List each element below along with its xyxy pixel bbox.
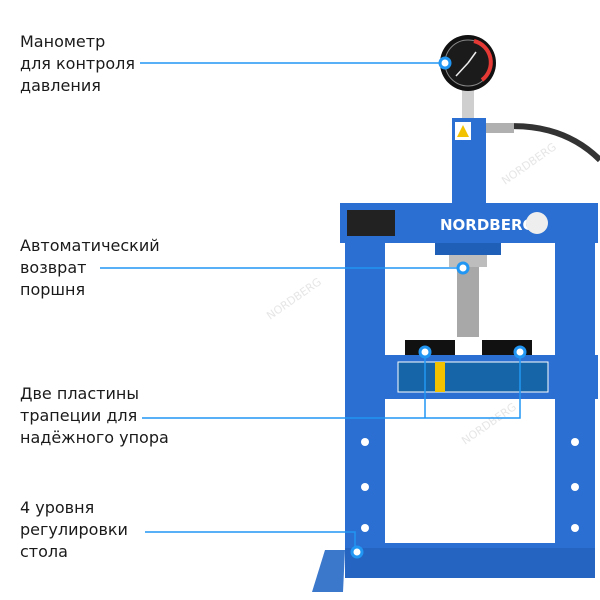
callout-dot xyxy=(513,345,527,359)
piston xyxy=(457,267,479,337)
watermarks: NORDBERG NORDBERG NORDBERG xyxy=(264,140,559,447)
gauge-stem xyxy=(462,88,474,118)
callout-text: возврат xyxy=(20,258,87,277)
callout-text: надёжного упора xyxy=(20,428,169,447)
hose-fitting xyxy=(486,123,514,133)
callout-dots xyxy=(350,56,527,559)
callout-dot xyxy=(418,345,432,359)
callout-text: поршня xyxy=(20,280,86,299)
callout-text: стола xyxy=(20,542,68,561)
callout-text: 4 уровня xyxy=(20,498,95,517)
callout-text: Манометр xyxy=(20,32,106,51)
table-label xyxy=(397,361,549,393)
gauge-red-zone xyxy=(473,39,493,82)
callout-line-table xyxy=(145,531,356,552)
callout-lines xyxy=(100,62,521,552)
callout-piston-return: Автоматический возврат поршня xyxy=(20,235,160,301)
callout-dot xyxy=(438,56,452,70)
callout-dot xyxy=(456,261,470,275)
watermark-text: NORDBERG xyxy=(499,140,559,187)
callout-line-plates xyxy=(142,352,521,419)
spec-plate xyxy=(347,210,395,236)
callout-text: регулировки xyxy=(20,520,128,539)
base-foot-left xyxy=(312,550,345,592)
watermark-text: NORDBERG xyxy=(459,400,519,447)
callout-text: для контроля xyxy=(20,54,136,73)
watermark-text: NORDBERG xyxy=(264,275,324,322)
callout-text: трапеции для xyxy=(20,406,138,425)
seal-sticker xyxy=(526,212,548,234)
callout-text: Автоматический xyxy=(20,236,160,255)
brand-logo: NORDBERG xyxy=(440,216,535,234)
callout-text: давления xyxy=(20,76,101,95)
callout-text: Две пластины xyxy=(20,384,139,403)
callout-dot xyxy=(350,545,364,559)
callout-plates: Две пластины трапеции для надёжного упор… xyxy=(20,383,169,449)
callout-gauge: Манометр для контроля давления xyxy=(20,31,135,97)
gauge-needle xyxy=(455,62,469,77)
adjustment-holes xyxy=(361,438,579,532)
callout-table-levels: 4 уровня регулировки стола xyxy=(20,497,128,563)
warning-icon xyxy=(457,125,469,137)
